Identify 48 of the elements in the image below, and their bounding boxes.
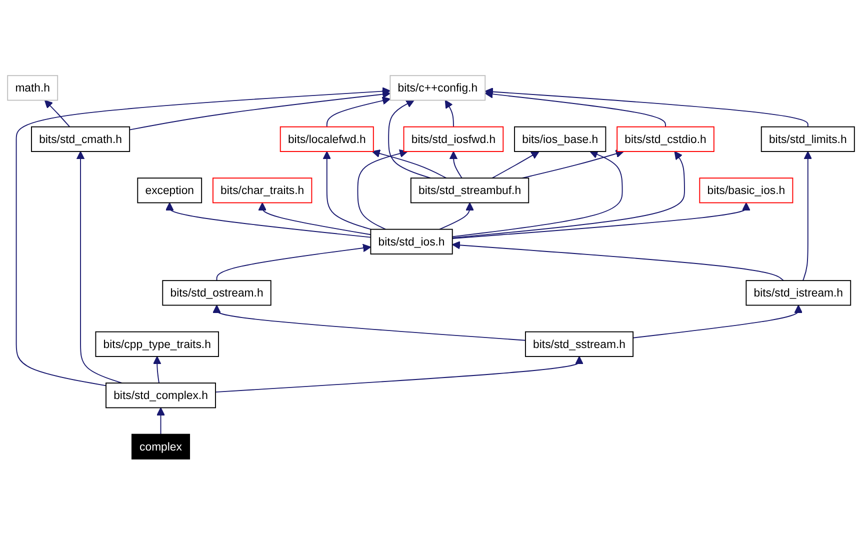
arrow <box>322 150 372 230</box>
arrow <box>156 407 165 434</box>
node-box: math.h <box>7 74 58 100</box>
arrow <box>215 356 584 392</box>
arrow <box>452 240 784 281</box>
arrow <box>452 150 685 238</box>
arrow <box>152 356 162 384</box>
node-box: bits/std_streambuf.h <box>410 177 530 203</box>
arrow <box>326 96 391 128</box>
arrow <box>129 90 391 130</box>
node-box: bits/ios_base.h <box>514 126 606 152</box>
arrow <box>449 150 462 178</box>
node-box: bits/std_limits.h <box>760 126 855 152</box>
arrow <box>484 90 666 128</box>
arrow <box>388 100 432 178</box>
node-box: complex <box>131 434 190 460</box>
arrow <box>258 202 372 235</box>
arrow <box>76 150 123 384</box>
arrow <box>452 202 750 239</box>
arrow <box>212 304 526 341</box>
arrow <box>357 149 408 230</box>
arrow <box>444 100 454 128</box>
arrow <box>216 244 372 281</box>
node-box: bits/std_cstdio.h <box>616 126 714 152</box>
node-box: bits/std_istream.h <box>746 280 852 306</box>
arrow <box>802 150 812 281</box>
node-box: bits/std_ostream.h <box>162 280 272 306</box>
node-box: bits/std_cmath.h <box>31 126 130 152</box>
node-box: bits/std_complex.h <box>106 382 216 408</box>
arrow <box>44 100 70 128</box>
node-box: bits/cpp_type_traits.h <box>95 331 219 357</box>
node-box: exception <box>137 177 202 203</box>
arrow <box>452 150 623 237</box>
arrow <box>522 149 624 178</box>
node-box: bits/char_traits.h <box>212 177 312 203</box>
node-box: bits/std_iosfwd.h <box>403 126 504 152</box>
node-box: bits/c++config.h <box>390 74 486 100</box>
arrow <box>484 87 808 128</box>
arrow <box>632 304 803 338</box>
arrow <box>439 202 474 230</box>
node-box: bits/std_ios.h <box>370 228 453 254</box>
node-box: bits/std_sstream.h <box>525 331 634 357</box>
node-box: bits/localefwd.h <box>280 126 374 152</box>
arrow <box>372 149 447 178</box>
node-box: bits/basic_ios.h <box>699 177 794 203</box>
arrow <box>492 150 540 178</box>
arrow <box>165 202 372 238</box>
arrow <box>16 86 391 386</box>
